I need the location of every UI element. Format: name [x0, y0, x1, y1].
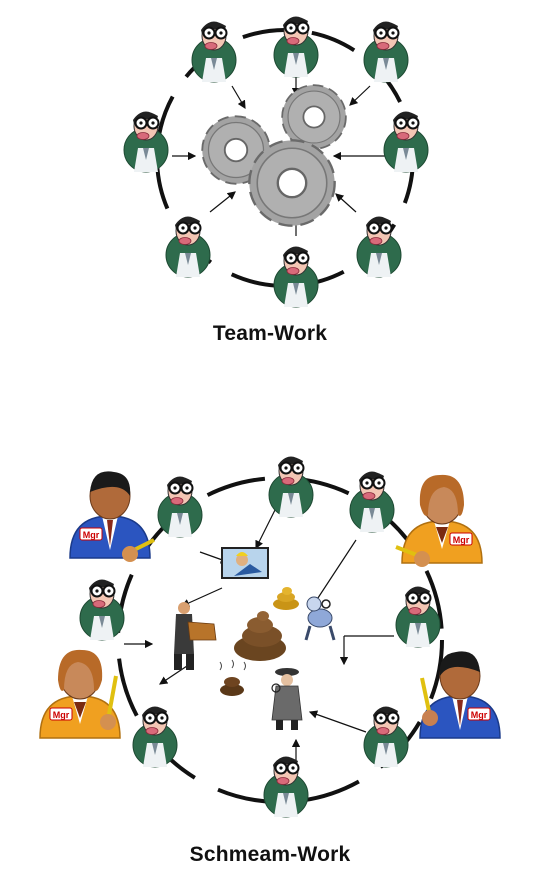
construction-worker-frame-icon: [221, 547, 269, 579]
schmeam-ring: [116, 476, 444, 804]
manager-avatar-icon: Mgr: [39, 649, 121, 739]
nerd-engineer-icon: [132, 705, 178, 768]
nerd-engineer-icon: [191, 20, 237, 83]
nerd-engineer-icon: [395, 585, 441, 648]
nerd-engineer-icon: [268, 455, 314, 518]
manager-badge: Mgr: [53, 710, 70, 720]
nerd-engineer-icon: [273, 15, 319, 78]
reading-businessman-icon: [174, 602, 217, 670]
manager-avatar-icon: Mgr: [69, 470, 155, 562]
manager-avatar-icon: Mgr: [395, 474, 483, 567]
manager-avatar-icon: Mgr: [419, 650, 501, 739]
schmeam-work-caption: Schmeam-Work: [189, 843, 351, 866]
manager-badge: Mgr: [471, 710, 488, 720]
detective-icon: [271, 668, 303, 730]
team-work-caption: Team-Work: [212, 322, 328, 345]
small-poop-icon: [219, 659, 246, 696]
nerd-engineer-icon: [79, 578, 125, 641]
inspector-dog-icon: [304, 596, 336, 641]
gears-icon: [201, 84, 347, 227]
manager-badge: Mgr: [83, 530, 100, 540]
nerd-engineer-icon: [383, 110, 429, 173]
schmeam-arrows: [124, 507, 394, 766]
team-arrows: [172, 70, 386, 236]
swirl-poop-icon: [273, 587, 299, 610]
manager-badge: Mgr: [453, 535, 470, 545]
nerd-engineer-icon: [363, 705, 409, 768]
schmeam-work-diagram: Mgr Mgr Mgr Mgr: [39, 455, 501, 818]
poop-pile-icon: [234, 611, 286, 661]
nerd-engineer-icon: [273, 245, 319, 308]
nerd-engineer-icon: [165, 215, 211, 278]
team-work-diagram: [123, 15, 429, 308]
nerd-engineer-icon: [263, 755, 309, 818]
nerd-engineer-icon: [157, 475, 203, 538]
nerd-engineer-icon: [349, 470, 395, 533]
nerd-engineer-icon: [363, 20, 409, 83]
